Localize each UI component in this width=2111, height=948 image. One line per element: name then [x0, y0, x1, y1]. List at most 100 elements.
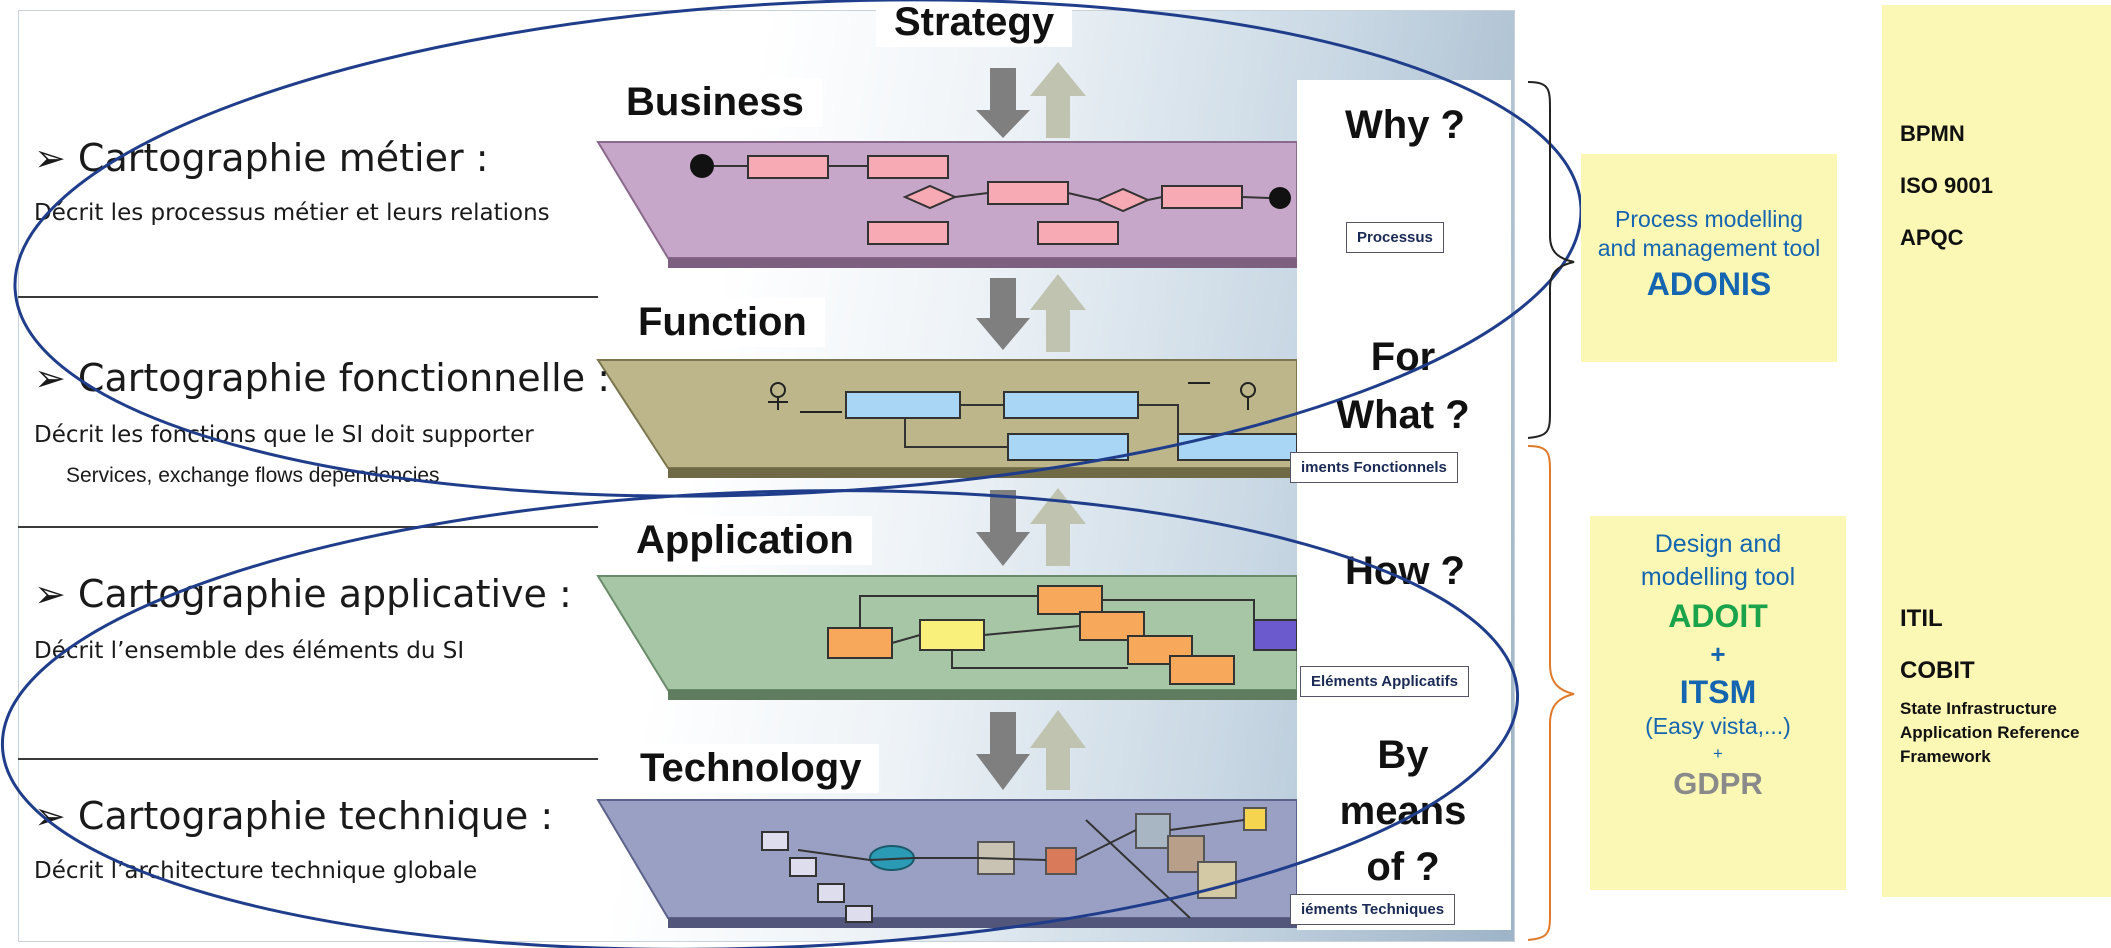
- ref-bpmn: BPMN: [1900, 121, 1965, 146]
- flow-line: [1147, 196, 1163, 201]
- question-for-what-line2: What ?: [1336, 393, 1470, 437]
- carto-fonctionnelle-title: ➢ Cartographie fonctionnelle :: [34, 356, 610, 400]
- down-arrow-icon: [976, 490, 1030, 566]
- tool-box-adonis: Process modelling and management tool AD…: [1581, 154, 1837, 362]
- carto-fonctionnelle-desc: Décrit les fonctions que le SI doit supp…: [34, 422, 534, 448]
- plus-sign: +: [1710, 639, 1726, 669]
- flow-line: [891, 634, 921, 644]
- application-plane-edge: [668, 690, 1297, 700]
- down-arrow-icon: [976, 712, 1030, 790]
- flow-line: [1102, 599, 1255, 620]
- application-box: [1079, 611, 1145, 641]
- layer-title-function: Function: [620, 298, 825, 347]
- network-line: [1085, 819, 1191, 919]
- process-task: [1037, 221, 1119, 245]
- question-by-means-line1: By: [1377, 733, 1429, 777]
- row-separator: [18, 296, 598, 298]
- application-box: [1169, 655, 1235, 685]
- application-box: [1253, 619, 1298, 651]
- flow-line: [983, 625, 1081, 636]
- database-icon: [1243, 807, 1267, 831]
- computer-icon: [761, 831, 789, 851]
- flow-line: [1241, 196, 1270, 199]
- question-column: [1297, 80, 1511, 930]
- ref-state-infrastructure-line1: State Infrastructure: [1900, 699, 2057, 718]
- ref-cobit: COBIT: [1900, 657, 1975, 684]
- up-arrow-icon: [1030, 710, 1086, 790]
- carto-technique-desc: Décrit l’architecture technique globale: [34, 858, 478, 884]
- question-for-what-line1: For: [1370, 335, 1436, 379]
- technology-plane-edge: [668, 918, 1297, 928]
- lower-bracket: [1527, 445, 1575, 941]
- carto-metier-title: ➢ Cartographie métier :: [34, 136, 489, 180]
- function-box: [1177, 433, 1298, 461]
- flow-line: [1067, 192, 1099, 201]
- carto-technique-title: ➢ Cartographie technique :: [34, 794, 554, 838]
- start-event-icon: [690, 154, 714, 178]
- layer-arrows: [976, 62, 1086, 790]
- application-box: [1037, 585, 1103, 615]
- ref-apqc: APQC: [1900, 225, 1964, 250]
- reference-frameworks-box: BPMN ISO 9001 APQC ITIL COBIT State Infr…: [1882, 5, 2111, 897]
- down-arrow-icon: [976, 278, 1030, 350]
- carto-applicative-title: ➢ Cartographie applicative :: [34, 572, 572, 616]
- up-arrow-icon: [1030, 62, 1086, 138]
- up-arrow-icon: [1030, 488, 1086, 566]
- application-box: [827, 627, 893, 659]
- tool-desc-line1: Design and: [1654, 530, 1782, 558]
- layer-title-application: Application: [618, 516, 872, 565]
- network-line: [1169, 819, 1245, 831]
- layer-title-business: Business: [608, 78, 822, 127]
- ref-itil: ITIL: [1900, 605, 1943, 632]
- row-separator: [18, 758, 598, 760]
- tool-name-itsm: ITSM: [1679, 674, 1757, 710]
- application-box: [919, 619, 985, 651]
- layer-label-technical: iéments Techniques: [1290, 894, 1456, 925]
- end-event-icon: [1269, 187, 1291, 209]
- question-why: Why ?: [1345, 103, 1465, 147]
- question-by-means-line3: of ?: [1366, 845, 1440, 889]
- computer-icon: [817, 883, 845, 903]
- question-how: How ?: [1345, 549, 1465, 593]
- plus-sign: +: [1713, 744, 1723, 763]
- flow-line: [904, 418, 1008, 448]
- server-icon: [1135, 813, 1171, 849]
- down-arrow-icon: [976, 68, 1030, 138]
- carto-metier-desc: Décrit les processus métier et leurs rel…: [34, 200, 550, 226]
- tool-note-easy-vista: (Easy vista,...): [1645, 713, 1791, 739]
- network-line: [1075, 829, 1137, 861]
- carto-applicative-desc: Décrit l’ensemble des éléments du SI: [34, 638, 465, 664]
- process-task: [867, 155, 949, 179]
- computer-icon: [789, 857, 817, 877]
- flow-line: [954, 192, 989, 198]
- flow-line: [859, 595, 1038, 628]
- tool-desc-line1: Process modelling: [1615, 206, 1803, 232]
- flow-line: [1138, 404, 1179, 434]
- ref-iso-9001: ISO 9001: [1900, 173, 1993, 198]
- network-line: [797, 849, 1047, 862]
- row-separator: [18, 526, 598, 528]
- tool-name-adonis: ADONIS: [1646, 266, 1772, 302]
- layer-label-functional: iments Fonctionnels: [1290, 452, 1458, 483]
- business-plane-edge: [668, 258, 1297, 268]
- ref-state-infrastructure-line3: Framework: [1900, 747, 1991, 766]
- tool-box-adoit: Design and modelling tool ADOIT + ITSM (…: [1590, 516, 1846, 890]
- layer-title-strategy: Strategy: [876, 0, 1073, 47]
- layer-label-applicative: Eléments Applicatifs: [1300, 666, 1469, 697]
- lower-group-ellipse: [0, 489, 1520, 948]
- tool-desc-line2: and management tool: [1597, 235, 1821, 261]
- tool-desc-line2: modelling tool: [1640, 563, 1796, 591]
- ref-state-infrastructure-line2: Application Reference: [1900, 723, 2080, 742]
- tool-name-gdpr: GDPR: [1673, 766, 1763, 801]
- process-task: [867, 221, 949, 245]
- up-arrow-icon: [1030, 274, 1086, 352]
- layer-label-process: Processus: [1346, 222, 1444, 253]
- upper-bracket: [1527, 81, 1575, 439]
- tool-name-adoit: ADOIT: [1668, 598, 1768, 634]
- layer-title-technology: Technology: [622, 744, 880, 793]
- flow-line: [951, 650, 1128, 669]
- upper-group-ellipse: [13, 0, 1583, 498]
- server-icon: [1045, 847, 1077, 875]
